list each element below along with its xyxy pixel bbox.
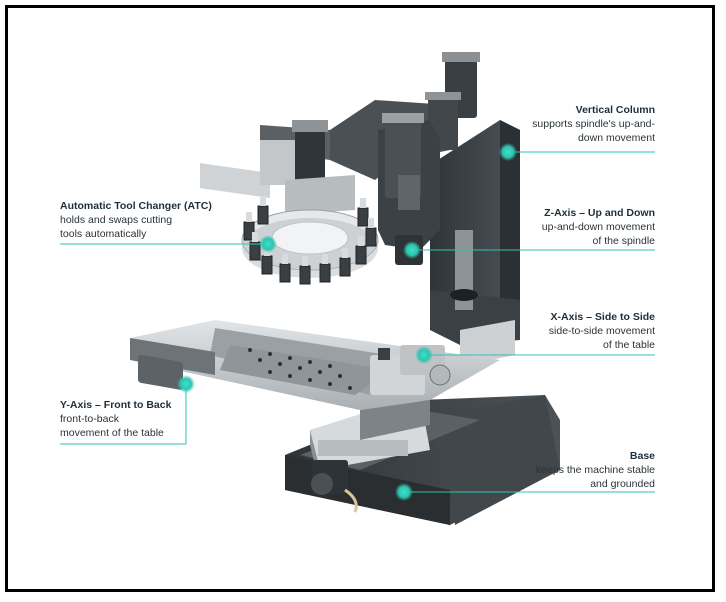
hotspot-z-axis — [403, 241, 421, 259]
atc-assembly — [200, 120, 355, 215]
hotspot-vertical-column — [499, 143, 517, 161]
label-desc: down movement — [577, 132, 655, 144]
label-desc: movement of the table — [60, 427, 164, 439]
label-desc: and grounded — [590, 478, 655, 490]
label-desc: holds and swaps cutting — [60, 214, 173, 226]
label-title: Y-Axis – Front to Back — [60, 399, 172, 411]
label-desc: keeps the machine stable — [535, 464, 655, 476]
y-axis-motor — [311, 460, 358, 513]
label-desc: supports spindle's up-and- — [532, 118, 655, 130]
label-desc: tools automatically — [60, 228, 147, 240]
hotspots — [177, 143, 517, 501]
label-title: Z-Axis – Up and Down — [544, 207, 655, 219]
label-desc: of the table — [603, 339, 655, 351]
hotspot-y-axis — [177, 375, 195, 393]
vertical-column — [430, 120, 520, 360]
top-motors — [425, 52, 480, 150]
label-title: X-Axis – Side to Side — [550, 311, 655, 323]
label-z-axis: Z-Axis – Up and Down up-and-down movemen… — [500, 206, 655, 248]
label-atc: Automatic Tool Changer (ATC) holds and s… — [60, 199, 260, 241]
spindle-head — [378, 113, 440, 265]
label-desc: front-to-back — [60, 413, 119, 425]
hotspot-base — [395, 483, 413, 501]
label-title: Automatic Tool Changer (ATC) — [60, 200, 212, 212]
atc-carousel — [241, 196, 379, 285]
hotspot-atc — [259, 235, 277, 253]
label-x-axis: X-Axis – Side to Side side-to-side movem… — [500, 310, 655, 352]
hotspot-x-axis — [415, 346, 433, 364]
label-y-axis: Y-Axis – Front to Back front-to-back mov… — [60, 398, 220, 440]
label-desc: up-and-down movement — [541, 221, 655, 233]
label-base: Base keeps the machine stable and ground… — [500, 449, 655, 491]
label-desc: side-to-side movement — [548, 325, 655, 337]
label-desc: of the spindle — [592, 235, 655, 247]
label-vertical-column: Vertical Column supports spindle's up-an… — [500, 103, 655, 145]
leader-lines — [60, 151, 655, 493]
label-title: Vertical Column — [575, 104, 655, 116]
label-title: Base — [629, 450, 655, 462]
